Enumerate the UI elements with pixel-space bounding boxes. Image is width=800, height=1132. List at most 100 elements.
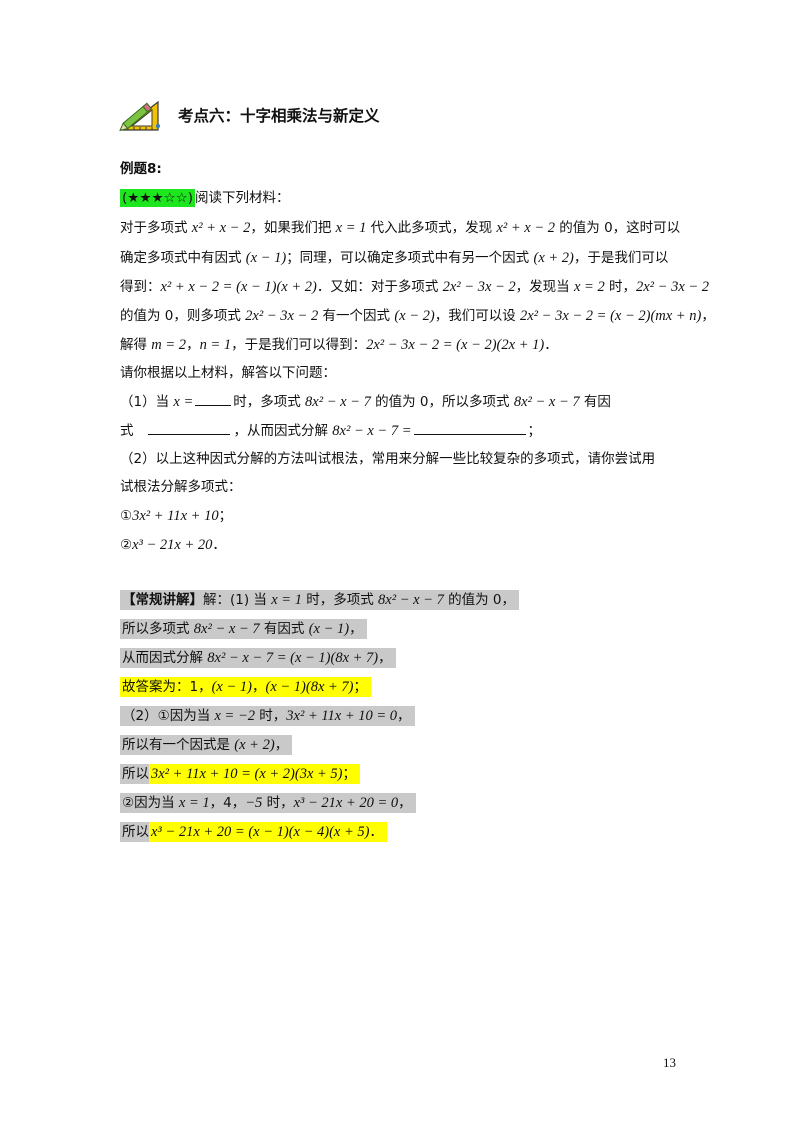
math: 8x² − x − 7 [378, 592, 444, 608]
math: n = 1 [199, 337, 232, 353]
question-1-line-2: 式，从而因式分解 8x² − x − 7 =； [120, 420, 541, 441]
math: 8x² − x − 7 = (x − 1)(8x + 7) [207, 650, 379, 666]
text: ； [342, 766, 357, 782]
math: x = [173, 394, 194, 410]
text: ， [349, 621, 363, 637]
ruler-pencil-icon [119, 100, 160, 132]
item-2: ②x³ − 21x + 20． [120, 535, 226, 555]
para-line-3: 得到：x² + x − 2 = (x − 1)(x + 2)．又如：对于多项式 … [120, 277, 709, 297]
text: ；同理，可以确定多项式中有另一个因式 [286, 250, 534, 266]
text: 解：(1) 当 [203, 592, 272, 608]
question-2-line-2: 试根法分解多项式： [120, 479, 242, 495]
text: ， [274, 737, 289, 753]
text: 有一个因式 [318, 308, 395, 324]
text: 对于多项式 [120, 220, 192, 236]
math: −5 [245, 795, 263, 811]
text: ． [544, 337, 558, 353]
item-1: ①3x² + 11x + 10； [120, 506, 232, 526]
math: 2x² − 3x − 2 [245, 308, 319, 324]
text: （1）当 [120, 394, 174, 410]
text: 的值为 0，所以多项式 [370, 394, 514, 410]
text: 时，多项式 [301, 592, 379, 608]
text: ， [701, 308, 715, 324]
text: 确定多项式中有因式 [120, 250, 246, 266]
gray-highlight: 从而因式分解 8x² − x − 7 = (x − 1)(8x + 7)， [120, 648, 396, 668]
text: 故答案为：1， [122, 679, 212, 695]
text: ， [398, 795, 412, 811]
yellow-highlight: 3x² + 11x + 10 = (x + 2)(3x + 5)； [149, 764, 361, 784]
math: 2x² − 3x − 2 = (x − 2)(mx + n) [520, 308, 702, 324]
text: ， [251, 679, 266, 695]
math: 2x² − 3x − 2 [442, 279, 516, 295]
text: ，4， [209, 795, 246, 811]
math: 3x² + 11x + 10 = (x + 2)(3x + 5) [151, 766, 343, 782]
text: 所以有一个因式是 [122, 737, 235, 753]
text: ，我们可以设 [434, 308, 520, 324]
text: ，发现当 [515, 279, 574, 295]
para-line-5: 解得 m = 2，n = 1，于是我们可以得到：2x² − 3x − 2 = (… [120, 335, 558, 355]
math: (x − 1) [308, 621, 350, 637]
text: ②因为当 [122, 795, 179, 811]
gray-highlight: 所以有一个因式是 (x + 2)， [120, 735, 293, 755]
math: x³ − 21x + 20 [132, 537, 213, 553]
math: (x − 1) [211, 679, 252, 695]
solution-line-2: 所以多项式 8x² − x − 7 有因式 (x − 1)， [120, 619, 367, 639]
text: ，如果我们把 [250, 220, 336, 236]
section-title: 考点六：十字相乘法与新定义 [178, 107, 380, 125]
math: m = 2 [151, 337, 187, 353]
para-line-6: 请你根据以上材料，解答以下问题： [120, 365, 336, 381]
text: ， [397, 708, 411, 724]
difficulty-stars-badge: (★★★☆☆) [120, 189, 196, 207]
text: ．又如：对于多项式 [316, 279, 443, 295]
math: x = 1 [335, 220, 367, 236]
math: 2x² − 3x − 2 [636, 279, 710, 295]
question-1-line-1: （1）当 x = 时，多项式 8x² − x − 7 的值为 0，所以多项式 8x… [120, 391, 611, 412]
answer-blank[interactable] [147, 420, 230, 435]
text: （2）①因为当 [122, 708, 215, 724]
question-2-line-1: （2）以上这种因式分解的方法叫试根法，常用来分解一些比较复杂的多项式，请你尝试用 [120, 451, 656, 467]
math: (x + 2) [533, 250, 574, 266]
yellow-highlight: 故答案为：1，(x − 1)，(x − 1)(8x + 7)； [120, 677, 371, 697]
text: ，于是我们可以 [573, 250, 669, 266]
math: 8x² − x − 7 [193, 621, 260, 637]
text: ， [378, 650, 392, 666]
text: ，从而因式分解 [233, 423, 333, 439]
text: 得到： [120, 279, 161, 295]
text: 时，多项式 [233, 394, 306, 410]
solution-line-3: 从而因式分解 8x² − x − 7 = (x − 1)(8x + 7)， [120, 648, 396, 668]
text: ， [186, 337, 200, 353]
math: 2x² − 3x − 2 = (x − 2)(2x + 1) [366, 337, 545, 353]
example-intro: (★★★☆☆)阅读下列材料： [120, 188, 290, 208]
item-number: ② [120, 537, 133, 553]
answer-blank[interactable] [413, 420, 526, 435]
text: 解得 [120, 337, 152, 353]
math: x² + x − 2 [191, 220, 251, 236]
item-number: ① [120, 508, 133, 524]
math: (x − 1) [245, 250, 287, 266]
page-number: 13 [663, 1055, 676, 1070]
math: (x − 1)(8x + 7) [265, 679, 354, 695]
text: 的值为 0，这时可以 [555, 220, 681, 236]
text: ； [218, 508, 233, 524]
solution-tag: 【常规讲解】 [122, 592, 203, 608]
gray-highlight: ②因为当 x = 1，4，−5 时，x³ − 21x + 20 = 0， [120, 793, 416, 813]
para-line-4: 的值为 0，则多项式 2x² − 3x − 2 有一个因式 (x − 2)，我们… [120, 306, 715, 326]
text: 时， [604, 279, 636, 295]
answer-blank[interactable] [195, 391, 232, 406]
text: 代入此多项式，发现 [366, 220, 497, 236]
text: 有因 [579, 394, 611, 410]
math: 8x² − x − 7 [305, 394, 371, 410]
para-line-2: 确定多项式中有因式 (x − 1)；同理，可以确定多项式中有另一个因式 (x +… [120, 248, 668, 268]
text: ． [212, 537, 226, 553]
text: 所以多项式 [122, 621, 194, 637]
math: x = 1 [178, 795, 210, 811]
header-icon [118, 96, 164, 134]
solution-line-1: 【常规讲解】解：(1) 当 x = 1 时，多项式 8x² − x − 7 的值… [120, 590, 520, 610]
solution-line-5: （2）①因为当 x = −2 时，3x² + 11x + 10 = 0， [120, 706, 415, 726]
text: ； [527, 423, 542, 439]
math: 8x² − x − 7 [513, 394, 580, 410]
gray-highlight: 【常规讲解】解：(1) 当 x = 1 时，多项式 8x² − x − 7 的值… [120, 590, 520, 610]
math: 3x² + 11x + 10 = 0 [286, 708, 398, 724]
math: x³ − 21x + 20 = 0 [293, 795, 399, 811]
